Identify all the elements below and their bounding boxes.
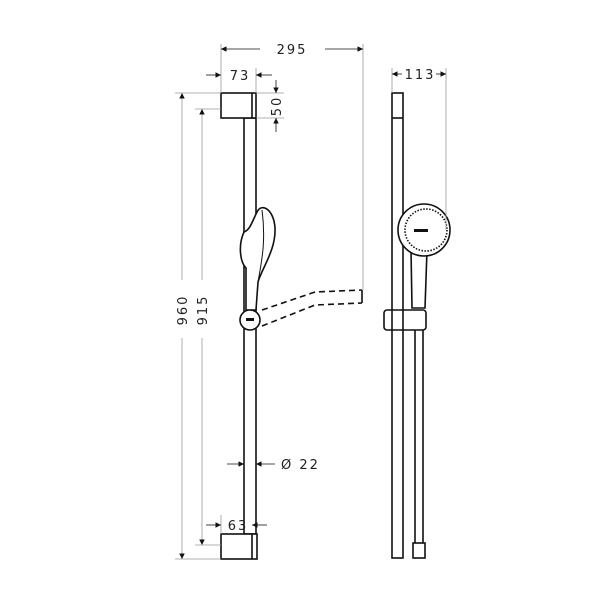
hose-nut [412, 542, 426, 559]
tilted-shower-outline [261, 289, 363, 311]
side-view [383, 92, 451, 559]
dimension-labels: 295 73 50 960 915 Ø 22 63 113 [176, 43, 436, 534]
dim-295: 295 [277, 43, 308, 58]
hand-shower-profile [239, 206, 276, 311]
dim-960: 960 [176, 295, 191, 326]
dim-50: 50 [270, 96, 285, 117]
shower-handle [410, 249, 428, 309]
dim-113: 113 [405, 68, 436, 83]
hose [414, 319, 424, 545]
brand-logo [414, 229, 428, 232]
dim-diameter-22: Ø 22 [281, 458, 320, 473]
bottom-wall-bracket [220, 533, 258, 560]
slider-side [383, 309, 427, 331]
dim-915: 915 [196, 295, 211, 326]
top-wall-bracket [220, 92, 257, 119]
front-view [220, 92, 363, 560]
dim-73: 73 [230, 69, 251, 84]
dim-63: 63 [228, 519, 249, 534]
dimension-lines [175, 44, 447, 560]
